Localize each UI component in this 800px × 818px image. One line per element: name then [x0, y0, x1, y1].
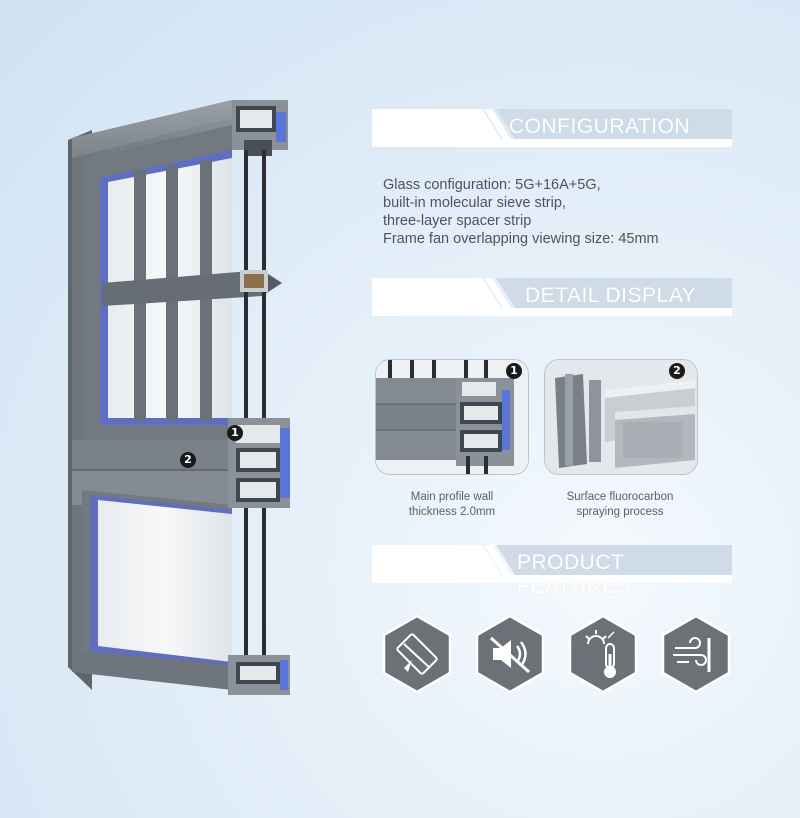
- config-line: Frame fan overlapping viewing size: 45mm: [383, 231, 659, 247]
- product-features-banner: PRODUCT FEATURES: [372, 545, 732, 598]
- banner-slant-shape: [372, 278, 732, 316]
- config-line: built-in molecular sieve strip,: [383, 195, 566, 211]
- banner-slant-shape: [372, 545, 732, 583]
- window-marker-1: 1: [227, 425, 243, 441]
- caption-line: Main profile wall: [410, 491, 494, 503]
- caption-line: spraying process: [576, 506, 664, 518]
- sound-mute-icon: [475, 614, 545, 694]
- detail-card-profile: 1: [376, 360, 528, 474]
- coating-image: [545, 360, 697, 474]
- window-illustration: [68, 100, 290, 695]
- detail-badge-2: 2: [669, 363, 685, 379]
- product-features-title: PRODUCT FEATURES: [517, 551, 632, 598]
- configuration-text: Glass configuration: 5G+16A+5G, built-in…: [383, 176, 659, 248]
- ruler-pencil-icon: [382, 614, 452, 694]
- detail-caption-coating: Surface fluorocarbon spraying process: [540, 490, 700, 520]
- sun-thermometer-icon: [568, 614, 638, 694]
- detail-display-banner: DETAIL DISPLAY: [372, 278, 732, 316]
- detail-card-coating: 2: [545, 360, 697, 474]
- caption-line: thickness 2.0mm: [408, 506, 496, 518]
- detail-caption-profile: Main profile wall thickness 2.0mm: [372, 490, 532, 520]
- profile-section-image: [376, 360, 528, 474]
- window-marker-2: 2: [180, 452, 196, 468]
- configuration-title: CONFIGURATION: [509, 115, 691, 138]
- wind-barrier-icon: [661, 614, 731, 694]
- configuration-banner: CONFIGURATION: [372, 109, 732, 147]
- config-line: Glass configuration: 5G+16A+5G,: [383, 177, 601, 193]
- caption-line: Surface fluorocarbon: [566, 491, 674, 503]
- banner-slant-shape: [372, 109, 732, 147]
- config-line: three-layer spacer strip: [383, 213, 532, 229]
- detail-display-title: DETAIL DISPLAY: [525, 284, 697, 307]
- detail-badge-1: 1: [506, 363, 522, 379]
